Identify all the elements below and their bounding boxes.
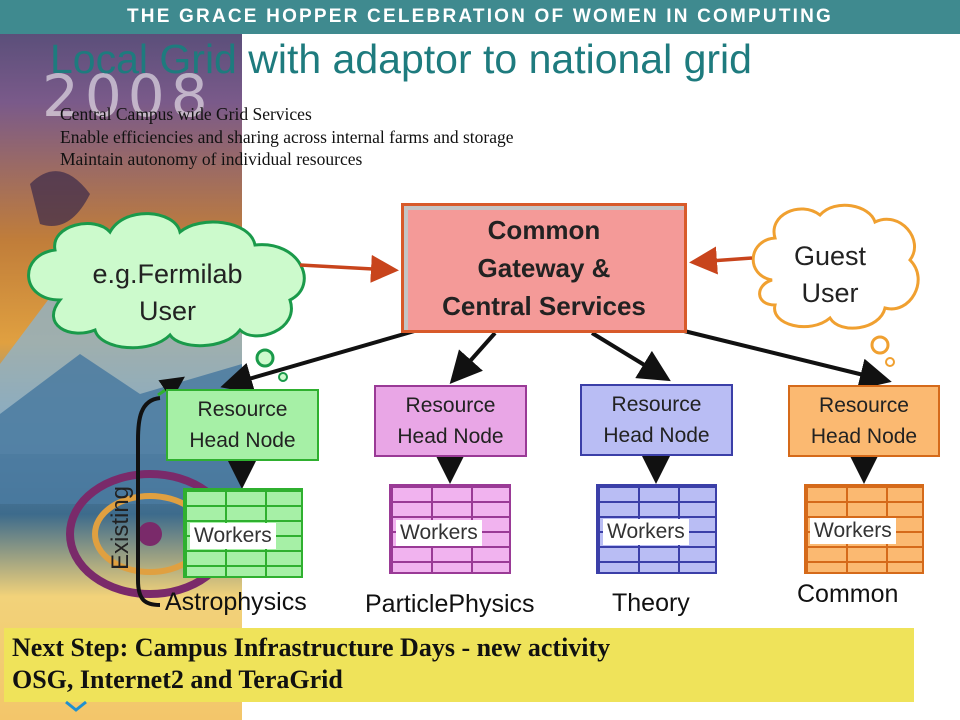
guest-cloud-bubble <box>885 357 895 367</box>
node-line: Resource <box>405 394 496 417</box>
node-line: Head Node <box>603 424 710 447</box>
node-line: Resource <box>611 393 702 416</box>
bullet-item: Maintain autonomy of individual resource… <box>60 149 363 169</box>
poster-year: 2008 <box>42 62 214 130</box>
fermilab-to-gateway-arrow <box>299 254 399 283</box>
workers-label: Workers <box>396 520 482 546</box>
fermilab-cloud <box>27 212 306 350</box>
existing-label: Existing <box>107 485 134 570</box>
guest-user-label: Guest User <box>770 238 890 312</box>
gateway-to-theory-arrow <box>590 331 671 382</box>
node-line: Resource <box>197 398 288 421</box>
next-step-line: Next Step: Campus Infrastructure Days - … <box>12 633 611 662</box>
bullet-list: Central Campus wide Grid Services Enable… <box>60 103 514 171</box>
workers-label: Workers <box>603 519 689 545</box>
workers-label: Workers <box>190 523 276 549</box>
common-gateway-box: Common Gateway & Central Services <box>401 203 687 333</box>
gateway-line: Common <box>487 215 601 245</box>
conference-banner: THE GRACE HOPPER CELEBRATION OF WOMEN IN… <box>0 0 960 34</box>
workers-label: Workers <box>810 518 896 544</box>
fermilab-cloud-bubble <box>255 348 275 368</box>
existing-to-astro-arrow <box>157 376 185 401</box>
department-label-particlephysics: ParticlePhysics <box>365 590 535 618</box>
cloud-line: Guest <box>793 241 867 271</box>
node-line: Head Node <box>189 429 296 452</box>
node-line: Resource <box>819 394 909 417</box>
cloud-line: User <box>801 278 859 308</box>
gateway-line: Central Services <box>442 291 646 321</box>
department-label-theory: Theory <box>612 589 690 617</box>
cloud-line: User <box>138 296 196 326</box>
bullet-item: Enable efficiencies and sharing across i… <box>60 126 514 147</box>
guest-to-gateway-arrow <box>689 246 753 275</box>
slide-title: Local Grid with adaptor to national grid <box>50 36 752 82</box>
cloud-line: e.g.Fermilab <box>92 259 243 289</box>
gateway-line: Gateway & <box>477 253 611 283</box>
department-label-common: Common <box>797 580 899 608</box>
next-step-line: OSG, Internet2 and TeraGrid <box>12 665 343 694</box>
bullet-item: Central Campus wide Grid Services <box>60 104 312 124</box>
fermilab-cloud-bubble <box>278 372 288 382</box>
node-line: Head Node <box>810 425 918 448</box>
fermilab-user-label: e.g.Fermilab User <box>55 256 280 330</box>
next-step-box: Next Step: Campus Infrastructure Days - … <box>4 628 914 702</box>
gateway-to-common-arrow <box>679 328 892 390</box>
guest-cloud-bubble <box>870 335 890 355</box>
guest-cloud <box>751 203 920 330</box>
existing-bracket <box>136 396 161 607</box>
gateway-to-particle-arrow <box>449 331 497 384</box>
department-label-astrophysics: Astrophysics <box>165 588 307 616</box>
gateway-to-astro-arrow <box>220 328 419 394</box>
node-line: Head Node <box>397 425 504 448</box>
